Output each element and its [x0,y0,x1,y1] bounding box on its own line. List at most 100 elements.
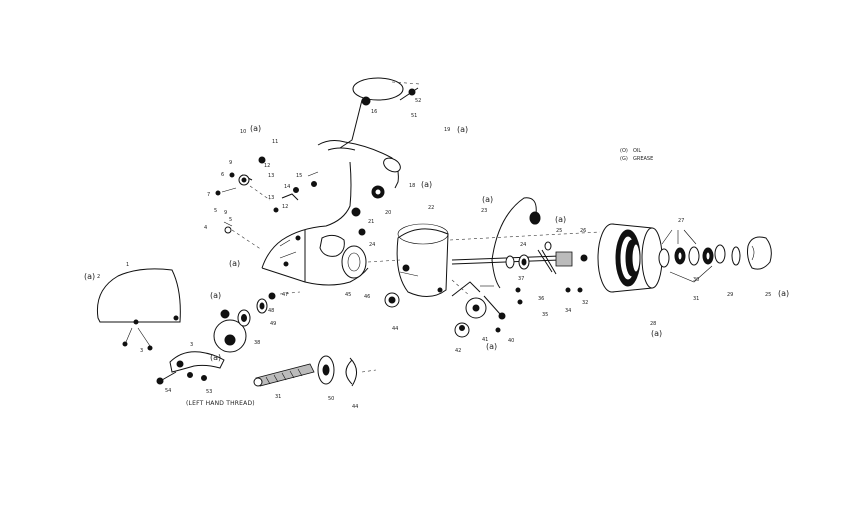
label-50: 50 [328,396,334,402]
label-29: 29 [727,292,733,298]
frame-base [261,267,369,286]
frame-side [261,161,352,269]
label-13b: 13 [268,195,274,201]
bail-wire [491,197,541,289]
spool-pin-26 [580,254,588,262]
label-2: 2 [97,274,100,280]
part-tags: (a) (a) (a) (a) (a) (a) (a) (a) (a) (a) … [84,124,789,362]
tag-a-19: (a) [457,125,468,134]
handle-arm [169,351,225,373]
reel-frame-body [261,140,401,286]
label-11: 11 [272,139,278,145]
label-40: 40 [508,338,514,344]
label-22: 22 [428,205,434,211]
legend-oil-symbol: (O) [620,148,628,154]
legend: (O) OIL (G) GREASE [620,148,653,162]
label-19: 19 [444,127,450,133]
label-5: 5 [214,208,217,214]
label-3b: 3 [190,342,193,348]
label-25b: 25 [765,292,771,298]
label-52: 52 [415,98,421,104]
bail-screw-head [408,88,416,96]
worm-shaft [255,363,315,387]
label-23: 23 [481,208,487,214]
legend-grease-text: GREASE [633,156,653,162]
label-27: 27 [678,218,684,224]
label-13: 13 [268,173,274,179]
handle-knob-screw [156,377,164,385]
label-32: 32 [582,300,588,306]
label-41: 41 [482,337,488,343]
label-9b: 9 [224,210,227,216]
drag-knob [747,236,772,270]
crank-handle [156,351,225,385]
label-28: 28 [650,321,656,327]
label-20: 20 [385,210,391,216]
label-4: 4 [204,225,207,231]
circlip-44 [345,359,353,385]
label-51: 51 [411,113,417,119]
label-47: 47 [282,292,288,298]
label-30: 30 [693,277,699,283]
center-spindle [451,241,588,293]
label-42: 42 [455,348,461,354]
label-26: 26 [580,228,586,234]
bail-arm-assembly [339,77,421,149]
label-37: 37 [518,276,524,282]
tag-a-25: (a) [555,215,566,224]
label-31: 31 [693,296,699,302]
anti-reverse-parts [437,281,523,338]
label-53: 53 [206,389,212,395]
bail-wire-loop [491,197,537,261]
label-18: 18 [409,183,415,189]
spool-sleeve [555,251,573,267]
label-54: 54 [165,388,171,394]
spool-clip [537,249,557,275]
small-parts-cluster [215,156,319,251]
label-16: 16 [371,109,377,115]
label-25: 25 [556,228,562,234]
spool [597,223,663,293]
label-45: 45 [345,292,351,298]
label-6: 6 [221,172,224,178]
label-15: 15 [296,173,302,179]
label-21: 21 [368,219,374,225]
label-31b: 31 [275,394,281,400]
label-7: 7 [207,192,210,198]
label-38: 38 [254,340,260,346]
bail-spring-housing [383,157,401,173]
tag-a-cover: (a) [84,272,95,281]
label-49: 49 [270,321,276,327]
label-48: 48 [268,308,274,314]
bail-pivot-screw [361,96,371,106]
frame-hub [341,245,367,279]
main-shaft [253,355,377,387]
rotor-cup-body [396,228,449,297]
label-24b: 24 [369,242,375,248]
legend-oil-text: OIL [633,148,641,154]
label-9: 9 [229,160,232,166]
drive-gear [213,291,301,353]
label-1: 1 [126,262,129,268]
label-44: 44 [392,326,398,332]
frame-screw-21 [351,207,361,217]
tag-a-10: (a) [250,124,261,133]
label-36: 36 [538,296,544,302]
label-5b: 5 [229,217,232,223]
drag-knob-cap [747,236,772,270]
label-3: 3 [140,348,143,354]
left-hand-thread-caption: (LEFT HAND THREAD) [186,400,255,407]
tag-a-ratchet: (a) [486,342,497,351]
side-cover-plate [96,268,181,351]
bail-screw [399,87,419,101]
tag-a-spool: (a) [651,329,662,338]
rotor-cup [384,223,449,308]
bail-roller-plate [352,77,404,101]
label-12b: 12 [282,204,288,210]
bail-end-cap [529,211,541,225]
frame-window [319,234,345,257]
drag-washer-stack [658,229,741,283]
tag-a-23: (a) [482,195,493,204]
frame-screw-24 [358,228,366,236]
